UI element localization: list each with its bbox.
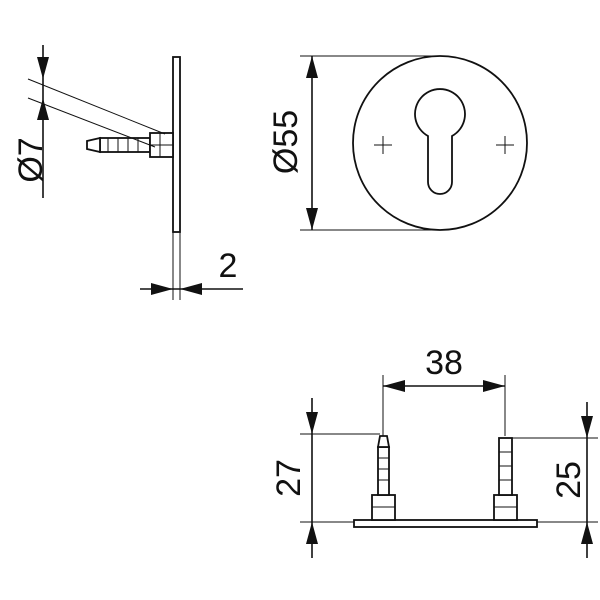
- screw-mark-right: [496, 136, 514, 154]
- dim-rose-diameter: Ø55: [267, 110, 305, 174]
- front-view: Ø55: [267, 55, 528, 231]
- dim-plate-thickness: 2: [219, 247, 238, 285]
- arrowhead: [151, 283, 173, 295]
- side-plate: [172, 56, 181, 233]
- base-plate: [353, 519, 538, 528]
- arrowhead: [581, 416, 593, 438]
- arrowhead: [306, 208, 318, 230]
- dim-height-right: 25: [550, 461, 588, 499]
- arrowhead: [180, 283, 202, 295]
- dim-fixing-spacing: 38: [425, 344, 463, 382]
- arrowhead: [37, 57, 49, 79]
- arrowhead: [306, 522, 318, 544]
- stud-right: [493, 437, 518, 521]
- arrowhead: [483, 380, 505, 392]
- bottom-view: 38 27 25: [270, 344, 598, 558]
- arrowhead: [581, 522, 593, 544]
- side-view: Ø7 2: [12, 45, 243, 300]
- screw-mark-left: [374, 136, 392, 154]
- dim-height-left: 27: [270, 459, 308, 497]
- keyhole-cutout: [414, 88, 466, 195]
- side-pin: [86, 132, 174, 158]
- dim-pin-diameter: Ø7: [12, 137, 50, 182]
- arrowhead: [306, 56, 318, 78]
- arrowhead: [383, 380, 405, 392]
- arrowhead: [306, 412, 318, 434]
- arrowhead: [37, 98, 49, 120]
- stud-left: [371, 435, 396, 521]
